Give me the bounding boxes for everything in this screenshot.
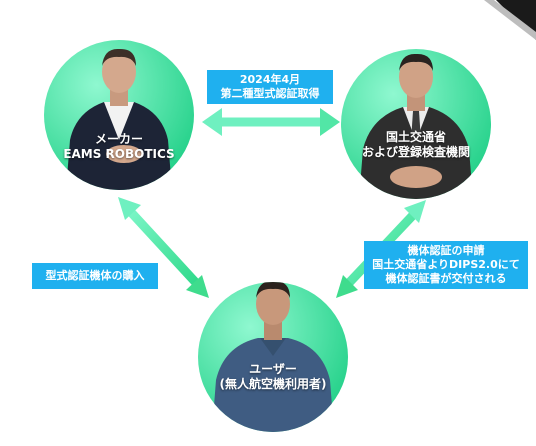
node-user: ユーザー (無人航空機利用者) [198,282,348,432]
maker-name-en: EAMS ROBOTICS [63,147,175,161]
application-label: 機体認証の申請 国土交通省よりDIPS2.0にて 機体認証書が交付される [364,241,528,289]
person-official-icon [341,49,491,199]
purchase-label: 型式認証機体の購入 [32,263,158,289]
application-title: 機体認証の申請 [407,244,485,257]
certification-label: 2024年4月 第二種型式認証取得 [207,70,333,104]
certification-text: 第二種型式認証取得 [220,87,320,100]
user-name: ユーザー [249,362,297,376]
user-sub: (無人航空機利用者) [219,377,327,391]
certification-date: 2024年4月 [239,73,301,86]
maker-label: メーカー EAMS ROBOTICS [44,132,194,162]
person-maker-icon [44,40,194,190]
ministry-name: 国土交通省 [385,130,446,144]
maker-name-ja: メーカー [94,132,143,146]
node-ministry: 国土交通省 および登録検査機関 [341,49,491,199]
ministry-label: 国土交通省 および登録検査機関 [341,130,491,160]
application-line3: 機体認証書が交付される [385,272,507,285]
corner-decoration [476,0,536,40]
ministry-sub: および登録検査機関 [361,145,470,159]
person-user-icon [198,282,348,432]
application-line2: 国土交通省よりDIPS2.0にて [372,258,520,271]
double-arrow-icon [202,108,340,136]
purchase-text: 型式認証機体の購入 [45,269,145,282]
node-maker: メーカー EAMS ROBOTICS [44,40,194,190]
user-label: ユーザー (無人航空機利用者) [198,362,348,392]
